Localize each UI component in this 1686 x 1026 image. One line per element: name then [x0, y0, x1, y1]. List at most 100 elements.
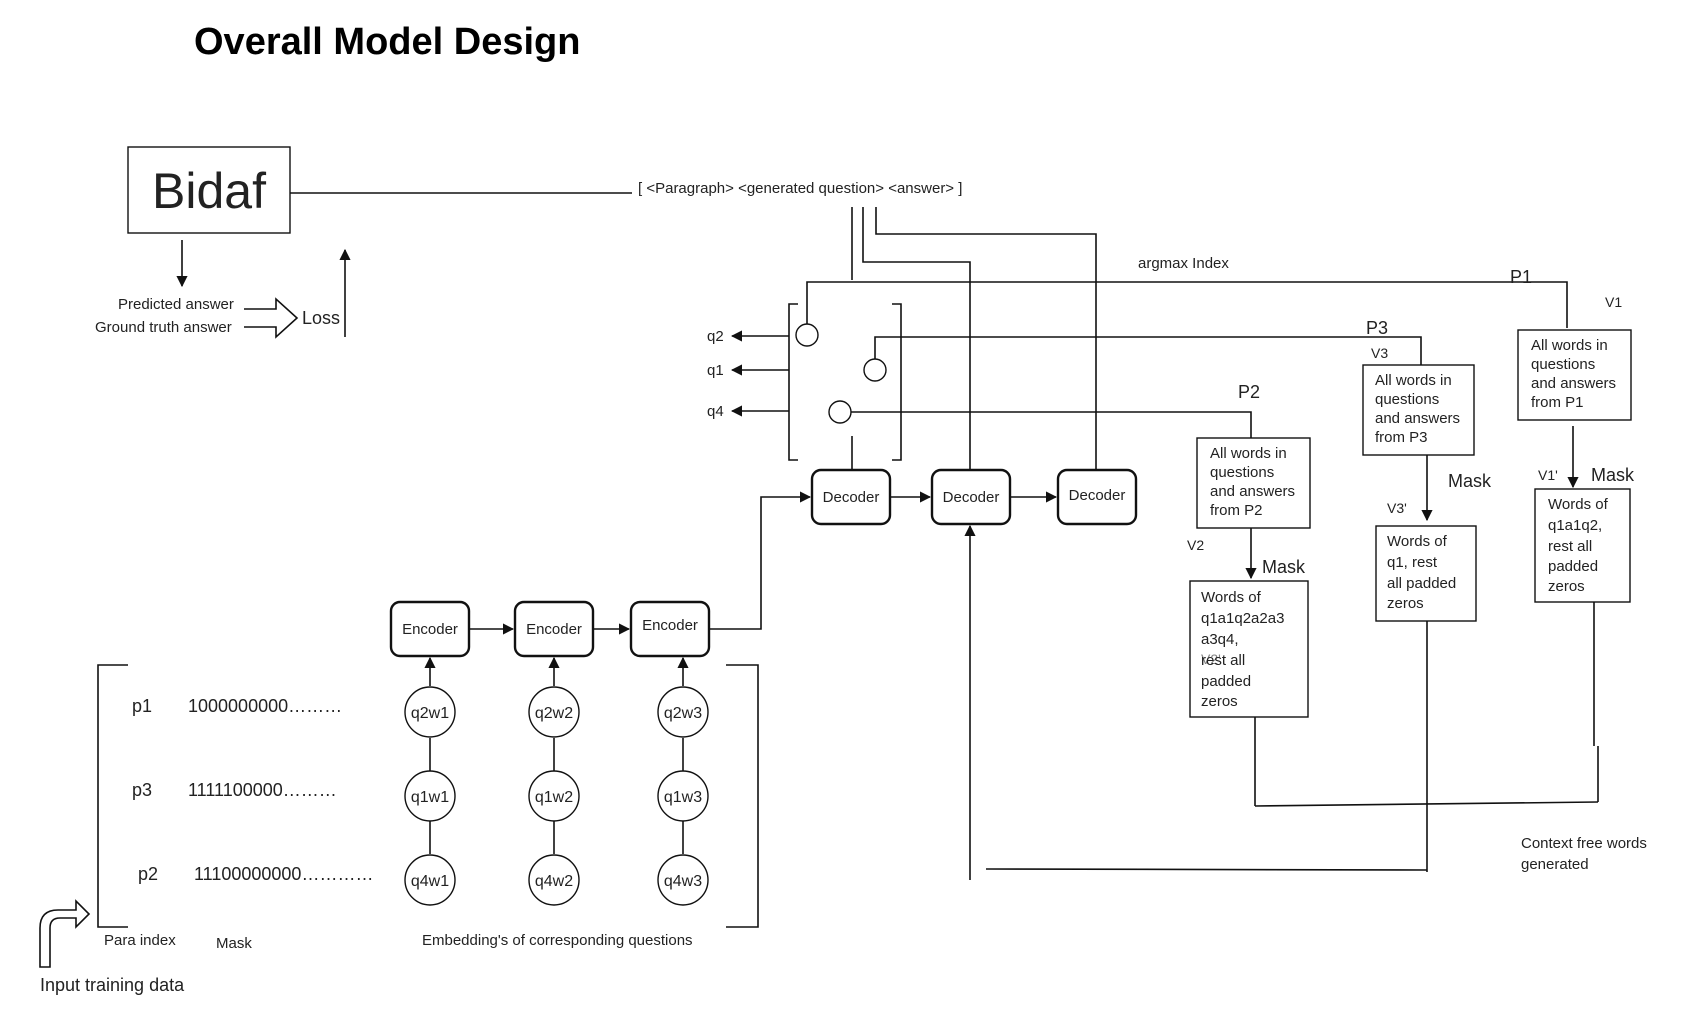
p2-label: P2	[1238, 382, 1260, 402]
embedding-node	[528, 854, 580, 906]
p3-masked-line: Words of	[1387, 533, 1448, 550]
p2-mask-label: Mask	[1262, 557, 1306, 577]
query-label-q1: q1	[707, 362, 724, 379]
selector-left-bracket	[788, 303, 798, 461]
input-training-data-label: Input training data	[40, 975, 185, 995]
p3-vocab-line: All words in	[1375, 372, 1452, 389]
embedding-node	[404, 770, 456, 822]
selector-node-q2	[795, 323, 819, 347]
p2-masked-line: Words of	[1201, 589, 1262, 606]
embedding-node	[657, 770, 709, 822]
p3-vocab-line: and answers	[1375, 410, 1460, 427]
encoder-3	[629, 600, 711, 658]
encoder-3-label: Encoder	[642, 617, 698, 634]
selector-node-q4	[828, 400, 852, 424]
p3-masked-line: zeros	[1387, 595, 1424, 612]
embedding-node	[404, 686, 456, 738]
loss-label: Loss	[302, 308, 340, 328]
p1-masked-line: padded	[1548, 558, 1598, 575]
p3-label: P3	[1366, 318, 1388, 338]
p1-masked-line: q1a1q2,	[1548, 517, 1602, 534]
p3-masked-line: q1, rest	[1387, 554, 1438, 571]
p1-label: P1	[1510, 267, 1532, 287]
p2-v-prime-label: V2'	[1201, 651, 1221, 667]
query-label-q2: q2	[707, 328, 724, 345]
p2-feedback-line	[851, 411, 1252, 438]
input-curved-arrow-icon	[39, 899, 91, 968]
p1-v-label: V1	[1605, 294, 1622, 310]
context-free-line: generated	[1521, 856, 1589, 873]
decoder-3	[1056, 468, 1138, 526]
input-right-bracket	[726, 664, 759, 928]
encoder-1-label: Encoder	[402, 621, 458, 638]
embedding-label: q4w1	[411, 873, 449, 890]
decoder-1-label: Decoder	[823, 489, 880, 506]
p3-mask-label: Mask	[1448, 471, 1492, 491]
p2-masked-line: a3q4,	[1201, 631, 1239, 648]
p3-v-prime-label: V3'	[1387, 500, 1407, 516]
p3-masked-line: all padded	[1387, 575, 1456, 592]
p2-masked-line: padded	[1201, 673, 1251, 690]
p1-mask-label: Mask	[1591, 465, 1635, 485]
p1-vocab-box	[1517, 329, 1632, 421]
context-free-line: Context free words	[1521, 835, 1647, 852]
p2-masked-line: q1a1q2a2a3	[1201, 610, 1284, 627]
context-to-decoder-line	[985, 868, 1428, 871]
input-left-bracket	[97, 664, 128, 928]
embeddings-label: Embedding's of corresponding questions	[422, 932, 693, 949]
p1-feedback-line	[806, 281, 1568, 328]
p1-masked-line: zeros	[1548, 578, 1585, 595]
p3-vocab-line: from P3	[1375, 429, 1428, 446]
sequence-label: [ <Paragraph> <generated question> <answ…	[638, 180, 962, 197]
embedding-label: q2w2	[535, 705, 573, 722]
decoder-3-label: Decoder	[1069, 487, 1126, 504]
p3-masked-box	[1375, 525, 1477, 622]
predicted-answer-label: Predicted answer	[118, 296, 234, 313]
embedding-label: q4w2	[535, 873, 573, 890]
p1-v-prime-label: V1'	[1538, 467, 1558, 483]
embedding-node	[657, 686, 709, 738]
p2-vocab-line: All words in	[1210, 445, 1287, 462]
p2-masked-line: zeros	[1201, 693, 1238, 710]
paragraph-mask: 1000000000………	[188, 696, 342, 716]
p1-masked-line: rest all	[1548, 538, 1592, 555]
mask-label: Mask	[216, 935, 252, 952]
bidaf-box	[127, 146, 291, 234]
decoder-2-label: Decoder	[943, 489, 1000, 506]
paragraph-label: p3	[132, 780, 152, 800]
p1-vocab-line: and answers	[1531, 375, 1616, 392]
sequence-to-decoder3-line	[875, 207, 1097, 470]
query-label-q4: q4	[707, 403, 724, 420]
p2-vocab-line: and answers	[1210, 483, 1295, 500]
paragraph-label: p1	[132, 696, 152, 716]
ground-truth-answer-label: Ground truth answer	[95, 319, 232, 336]
embedding-label: q4w3	[664, 873, 702, 890]
paragraph-mask: 11100000000…………	[194, 864, 373, 884]
p2-masked-line: rest all	[1201, 652, 1245, 669]
embedding-node	[528, 770, 580, 822]
embedding-label: q2w1	[411, 705, 449, 722]
paragraph-mask: 1111100000………	[188, 780, 337, 800]
p3-vocab-line: questions	[1375, 391, 1439, 408]
p2-v-label: V2	[1187, 537, 1204, 553]
selector-node-q1	[863, 358, 887, 382]
argmax-index-label: argmax Index	[1138, 255, 1229, 272]
embedding-node	[528, 686, 580, 738]
embedding-label: q1w3	[664, 789, 702, 806]
p3-feedback-line	[874, 336, 1422, 365]
p2-vocab-line: questions	[1210, 464, 1274, 481]
p2-vocab-box	[1196, 437, 1311, 529]
p2-masked-box	[1189, 580, 1309, 718]
encoder-to-decoder-arrow	[709, 491, 812, 630]
p1-masked-box	[1534, 488, 1631, 603]
loss-hollow-arrow	[244, 297, 299, 339]
p1-vocab-line: All words in	[1531, 337, 1608, 354]
embedding-label: q1w2	[535, 789, 573, 806]
p1-vocab-line: from P1	[1531, 394, 1584, 411]
embedding-node	[404, 854, 456, 906]
selector-right-bracket	[892, 303, 902, 461]
sequence-to-decoder2-line	[862, 207, 971, 470]
p3-v-label: V3	[1371, 345, 1388, 361]
embedding-label: q1w1	[411, 789, 449, 806]
